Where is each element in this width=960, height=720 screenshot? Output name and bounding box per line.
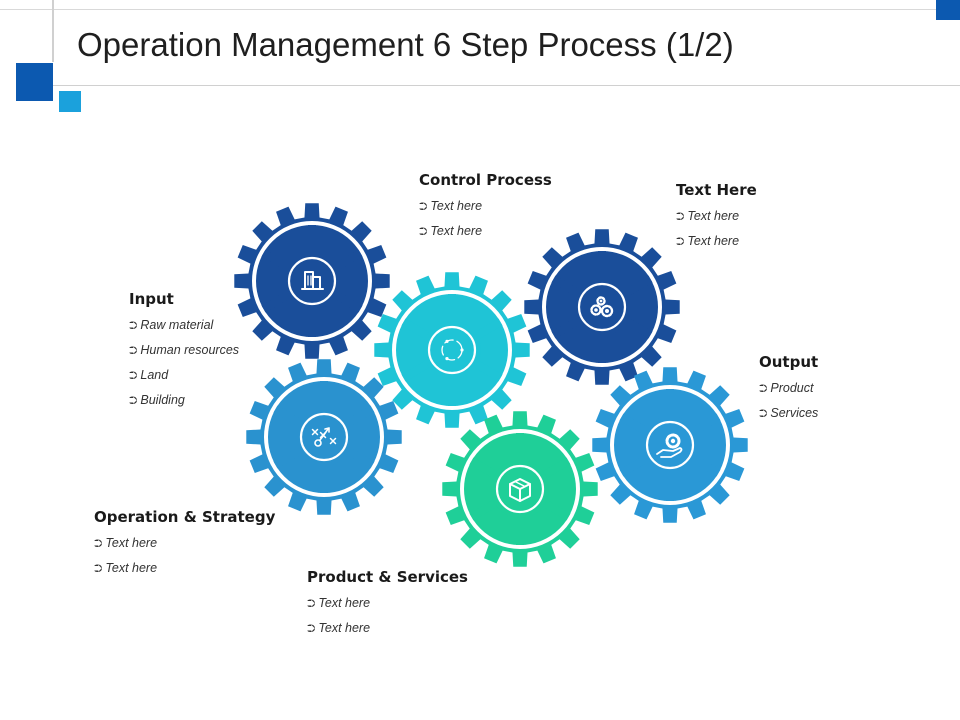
hand-gear-icon: [656, 433, 683, 458]
step-control: Control Process ⮊Text here ⮊Text here: [419, 171, 552, 244]
strategy-gear: [246, 359, 402, 515]
step-output-item-1: ⮊Product: [759, 376, 818, 401]
step-output: Output ⮊Product ⮊Services: [759, 353, 818, 426]
step-control-item-1: ⮊Text here: [419, 194, 552, 219]
step-product-item-2: ⮊Text here: [307, 616, 468, 641]
building-gear: [234, 203, 390, 359]
cycle-icon: [441, 339, 464, 361]
step-control-heading: Control Process: [419, 171, 552, 189]
step-product: Product & Services ⮊Text here ⮊Text here: [307, 568, 468, 641]
box-gear: [442, 411, 598, 567]
step-input-item-4: ⮊Building: [129, 388, 239, 413]
step-input-item-1: ⮊Raw material: [129, 313, 239, 338]
circle-arrow-icon: ⮊: [94, 563, 103, 575]
service-gear: [592, 367, 748, 523]
circle-arrow-icon: ⮊: [676, 236, 685, 248]
circle-arrow-icon: ⮊: [759, 383, 768, 395]
step-input-item-3: ⮊Land: [129, 363, 239, 388]
step-input-item-2: ⮊Human resources: [129, 338, 239, 363]
step-input-heading: Input: [129, 290, 174, 308]
circle-arrow-icon: ⮊: [676, 211, 685, 223]
title-divider: [52, 0, 54, 62]
step-product-item-1: ⮊Text here: [307, 591, 468, 616]
circle-arrow-icon: ⮊: [759, 408, 768, 420]
cogs-icon: [590, 296, 614, 318]
step-texthere-heading: Text Here: [676, 181, 757, 199]
step-texthere-item-1: ⮊Text here: [676, 204, 757, 229]
accent-square-small: [59, 91, 81, 112]
circle-arrow-icon: ⮊: [307, 598, 316, 610]
cycle-gear: [374, 272, 530, 428]
step-product-heading: Product & Services: [307, 568, 468, 586]
step-output-item-2: ⮊Services: [759, 401, 818, 426]
circle-arrow-icon: ⮊: [129, 395, 138, 407]
cogs-gear: [524, 229, 680, 385]
circle-arrow-icon: ⮊: [129, 370, 138, 382]
header-top-line: [0, 9, 960, 10]
step-strategy-heading: Operation & Strategy: [94, 508, 276, 526]
circle-arrow-icon: ⮊: [419, 201, 428, 213]
step-texthere-item-2: ⮊Text here: [676, 229, 757, 254]
box-icon: [509, 478, 531, 502]
circle-arrow-icon: ⮊: [129, 345, 138, 357]
step-strategy-item-1: ⮊Text here: [94, 531, 275, 556]
step-strategy-item-2: ⮊Text here: [94, 556, 275, 581]
header-bottom-line: [52, 85, 960, 86]
building-icon: [301, 271, 324, 290]
step-texthere: Text Here ⮊Text here ⮊Text here: [676, 181, 757, 254]
strategy-icon: [311, 427, 337, 447]
circle-arrow-icon: ⮊: [94, 538, 103, 550]
circle-arrow-icon: ⮊: [129, 320, 138, 332]
step-control-item-2: ⮊Text here: [419, 219, 552, 244]
page-title: Operation Management 6 Step Process (1/2…: [77, 26, 734, 63]
circle-arrow-icon: ⮊: [419, 226, 428, 238]
circle-arrow-icon: ⮊: [307, 623, 316, 635]
corner-square: [936, 0, 960, 20]
step-input: Input ⮊Raw material ⮊Human resources ⮊La…: [129, 290, 239, 413]
step-output-heading: Output: [759, 353, 819, 371]
step-strategy: Operation & Strategy ⮊Text here ⮊Text he…: [94, 508, 275, 581]
accent-square-large: [16, 63, 53, 101]
